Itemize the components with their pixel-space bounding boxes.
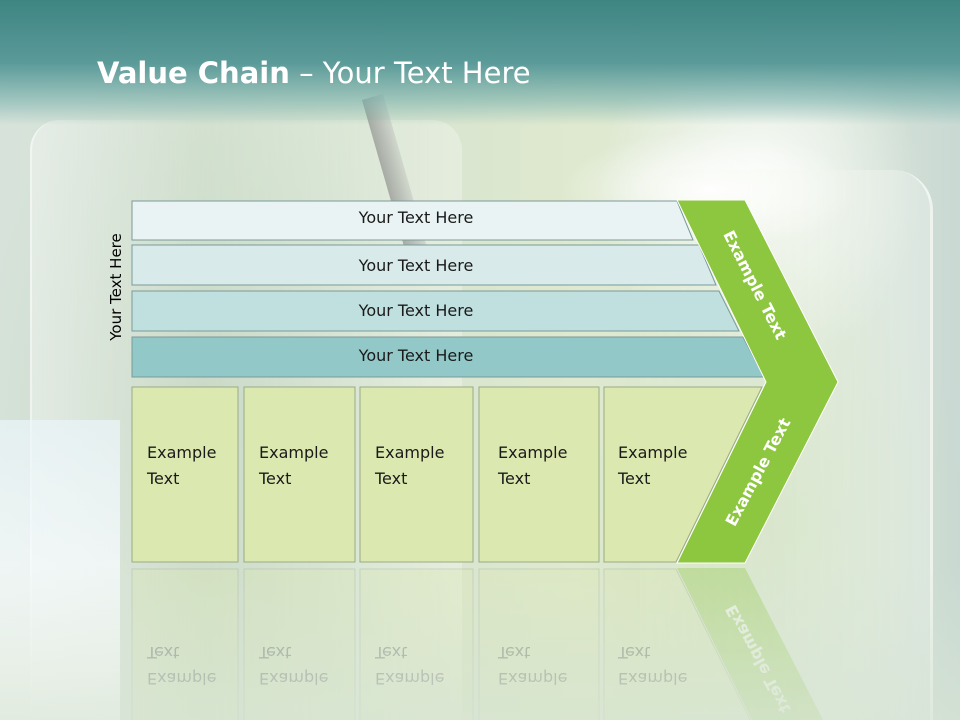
- title-bold: Value Chain: [97, 56, 290, 90]
- row-bar[interactable]: [131, 244, 717, 286]
- row-label: Your Text Here: [358, 208, 474, 227]
- row-bar[interactable]: [131, 290, 740, 332]
- header-band: [0, 0, 960, 125]
- column-box[interactable]: [359, 386, 474, 563]
- column-label: Example Text: [498, 443, 568, 488]
- slide-title[interactable]: Value Chain – Your Text Here: [97, 56, 531, 90]
- chevron-arrow[interactable]: [676, 199, 839, 564]
- column-box[interactable]: [243, 386, 356, 563]
- column-label: Example Text: [618, 443, 688, 488]
- row-label: Your Text Here: [358, 256, 474, 275]
- column-box[interactable]: [131, 386, 239, 563]
- column-label: Example Text: [375, 443, 445, 488]
- column-label: Example Text: [259, 443, 329, 488]
- row-label: Your Text Here: [358, 346, 474, 365]
- row-bar[interactable]: [131, 200, 694, 241]
- column-label: Example Text: [147, 443, 217, 488]
- column-box-last[interactable]: [603, 386, 763, 563]
- column-box[interactable]: [478, 386, 600, 563]
- title-rest: – Your Text Here: [289, 56, 531, 90]
- reflection-fade: [0, 564, 960, 720]
- row-label: Your Text Here: [358, 301, 474, 320]
